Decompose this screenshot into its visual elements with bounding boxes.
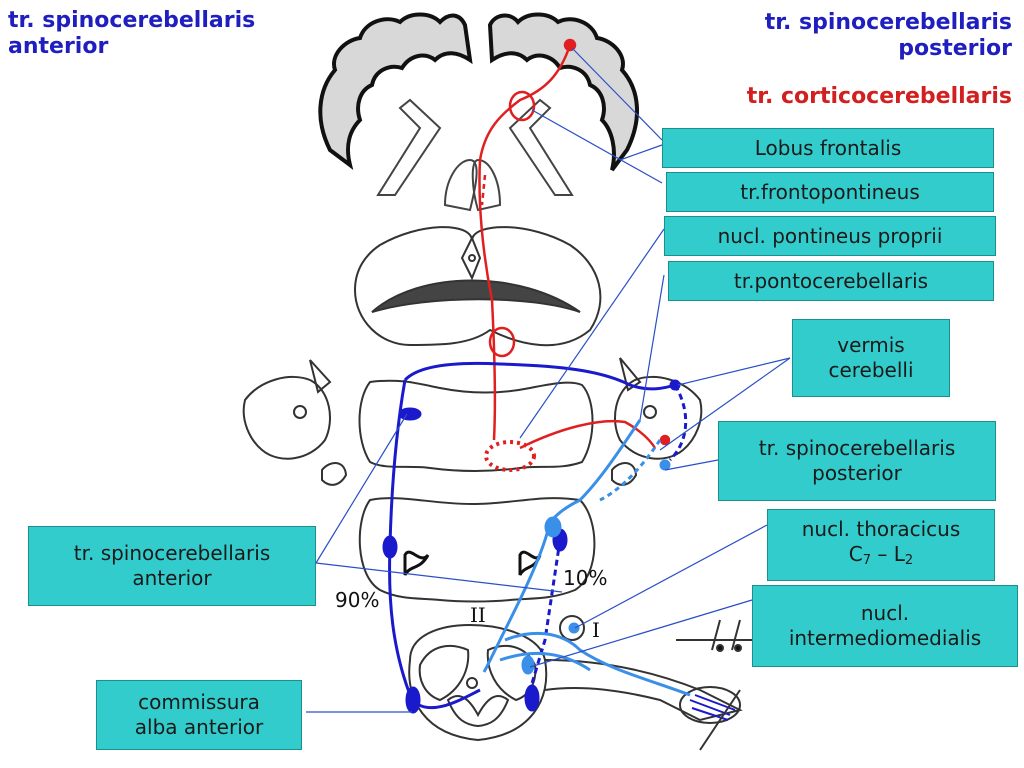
- lamina-i-label: I: [592, 618, 600, 642]
- capsula-interna: [376, 98, 574, 212]
- title-posterior-line2: posterior: [898, 36, 1012, 61]
- red-corticocerebellar-tract: [478, 38, 671, 472]
- thoracicus-l-sub: 2: [904, 553, 914, 568]
- label-vermis-cerebelli: vermis cerebelli: [792, 319, 950, 397]
- label-pontineus-proprii-text: nucl. pontineus proprii: [717, 223, 943, 248]
- label-frontopontineus: tr.frontopontineus: [666, 172, 994, 212]
- midbrain-section: [353, 226, 602, 347]
- label-spc-posterior-line2: posterior: [812, 461, 902, 485]
- label-intermedio-line1: nucl.: [860, 601, 910, 625]
- spinal-cord-section: [408, 615, 585, 742]
- leader-lines: [306, 47, 791, 713]
- label-frontopontineus-text: tr.frontopontineus: [740, 179, 920, 204]
- title-posterior-line1: tr. spinocerebellaris: [764, 10, 1012, 35]
- label-commissura-alba: commissura alba anterior: [96, 680, 302, 750]
- label-intermedio-line2: intermediomedialis: [788, 626, 982, 650]
- label-spc-posterior-line1: tr. spinocerebellaris: [758, 436, 956, 460]
- label-lobus-frontalis-text: Lobus frontalis: [754, 135, 902, 160]
- lamina-ii-label: II: [470, 603, 486, 627]
- thoracicus-c-sub: 7: [862, 553, 872, 568]
- thoracicus-dash: – L: [871, 542, 905, 566]
- title-corticocerebellaris: tr. corticocerebellaris: [746, 84, 1012, 109]
- label-spc-posterior: tr. spinocerebellaris posterior: [718, 421, 996, 501]
- title-anterior-line1: tr. spinocerebellaris: [8, 8, 256, 33]
- spinal-ganglion: [544, 619, 760, 751]
- label-thoracicus-line2: C7 – L2: [849, 542, 913, 573]
- dark-blue-anterior-tract: [382, 361, 688, 714]
- label-commissura-line2: alba anterior: [134, 715, 264, 739]
- title-anterior-line2: anterior: [8, 34, 109, 59]
- label-nucl-thoracicus: nucl. thoracicus C7 – L2: [767, 509, 995, 581]
- title-anterior: tr. spinocerebellaris anterior: [8, 8, 255, 60]
- label-lobus-frontalis: Lobus frontalis: [662, 128, 994, 168]
- label-spc-anterior: tr. spinocerebellaris anterior: [28, 526, 316, 606]
- label-spc-anterior-line2: anterior: [132, 566, 212, 590]
- label-vermis-line1: vermis: [837, 333, 905, 357]
- label-nucl-intermediomedialis: nucl. intermediomedialis: [752, 585, 1018, 667]
- percent-10: 10%: [563, 566, 608, 590]
- label-thoracicus-line1: nucl. thoracicus: [801, 517, 961, 541]
- cerebellum-lobes: [242, 357, 703, 486]
- label-pontocerebellaris-text: tr.pontocerebellaris: [733, 268, 929, 293]
- label-vermis-line2: cerebelli: [828, 358, 914, 382]
- label-pontineus-proprii: nucl. pontineus proprii: [664, 216, 996, 256]
- percent-90: 90%: [335, 588, 380, 612]
- cortex-outline: [318, 12, 639, 172]
- label-pontocerebellaris: tr.pontocerebellaris: [668, 261, 994, 301]
- thoracicus-c: C: [848, 542, 863, 566]
- title-posterior: tr. spinocerebellaris posterior: [765, 10, 1012, 62]
- light-blue-posterior-tract: [482, 419, 691, 697]
- pons-section: [358, 379, 596, 603]
- label-commissura-line1: commissura: [138, 690, 260, 714]
- label-spc-anterior-line1: tr. spinocerebellaris: [73, 541, 271, 565]
